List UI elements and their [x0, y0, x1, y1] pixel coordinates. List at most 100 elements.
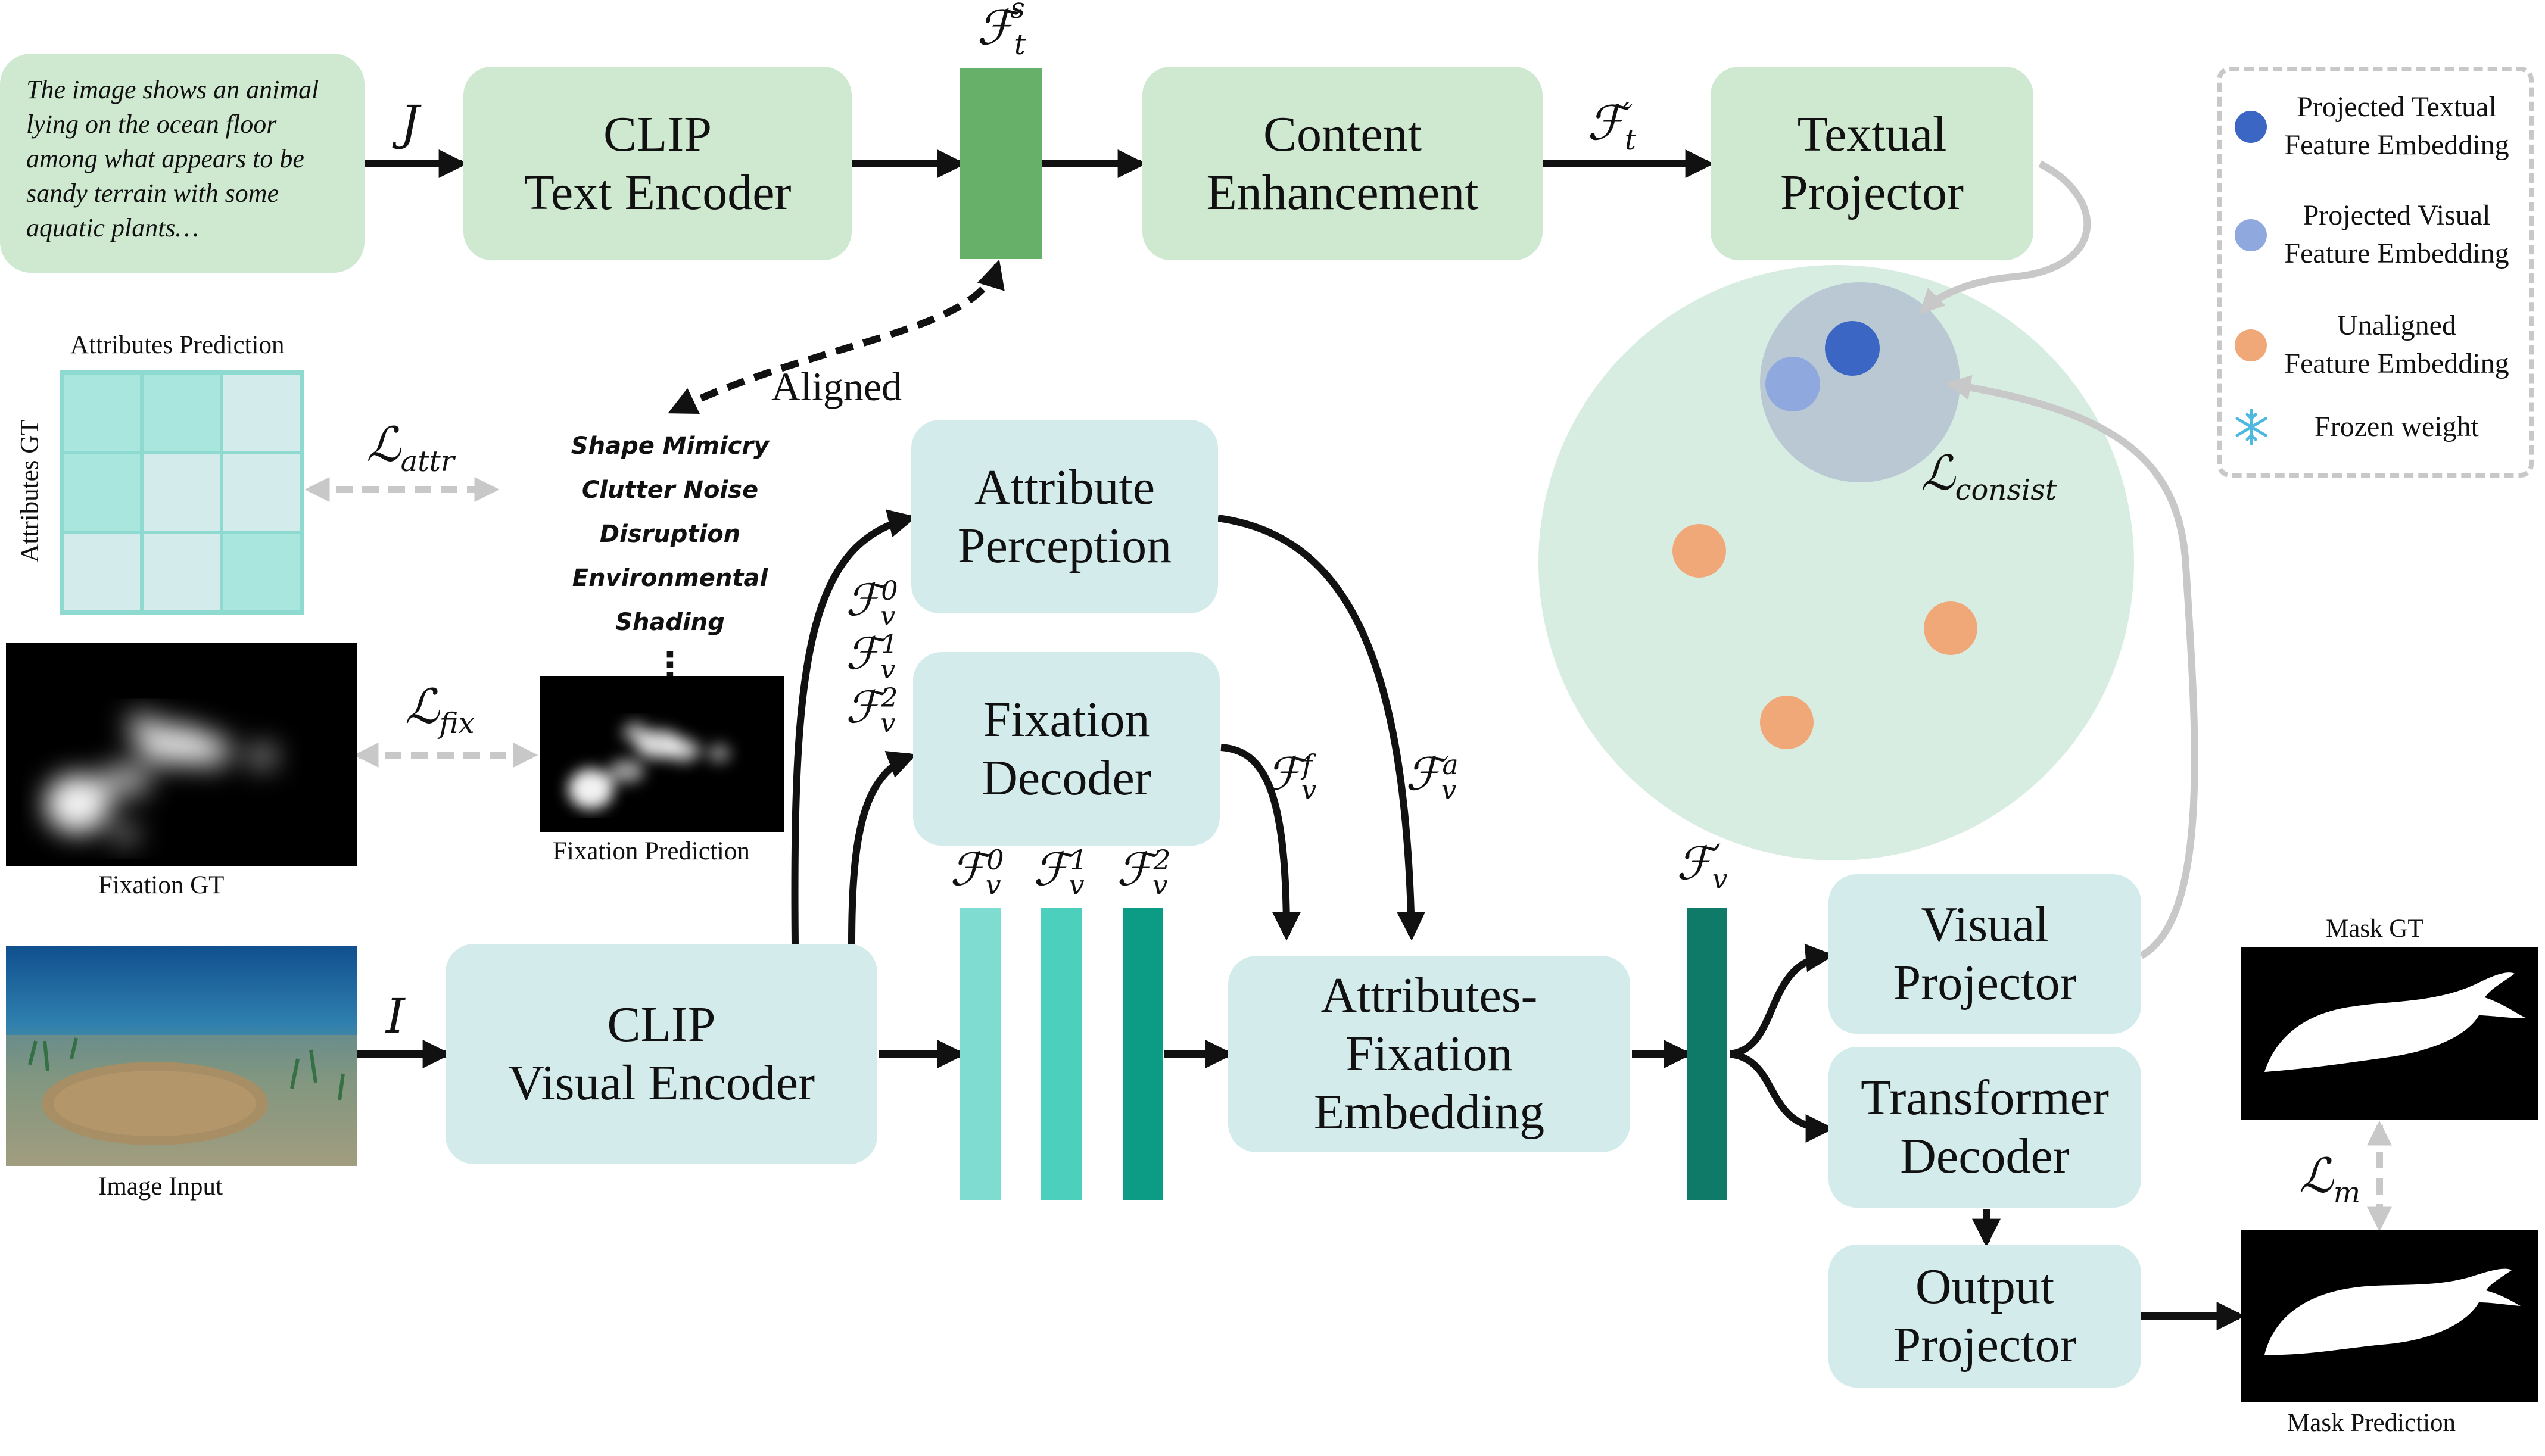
visual-to-embedding-arrow	[1945, 375, 2198, 959]
attr-cell	[142, 373, 222, 453]
clip-text-encoder-label: CLIP Text Encoder	[524, 106, 792, 220]
visual-feature-0-bar	[960, 908, 1001, 1200]
visual-feature-prime-bar	[1687, 908, 1727, 1200]
attr-cell	[142, 453, 222, 532]
loss-fix-label: ℒfix	[405, 679, 475, 740]
aligned-region	[1760, 282, 1960, 482]
fixation-decoder-label: Fixation Decoder	[982, 691, 1151, 806]
visual-projector: Visual Projector	[1828, 874, 2141, 1034]
visual-feature-2-bar	[1123, 908, 1163, 1200]
arrow-visual-to-attribute	[791, 509, 917, 944]
clip-text-encoder: CLIP Text Encoder	[463, 67, 852, 260]
label-fv2: ℱv2	[1117, 843, 1171, 902]
transformer-decoder: Transformer Decoder	[1828, 1047, 2141, 1208]
label-fts: ℱts	[977, 0, 1026, 61]
attr-cell	[222, 532, 301, 612]
attr-cell	[142, 532, 222, 612]
attribute-item: Shape Mimicry	[571, 432, 770, 460]
attributes-gt-label: Attributes GT	[15, 419, 44, 563]
mask-gt-image	[2241, 947, 2538, 1120]
attributes-gt-grid	[60, 370, 304, 615]
legend-item-unaligned: Unaligned Feature Embedding	[2222, 307, 2529, 384]
aligned-arrow	[668, 259, 1005, 414]
text-input-paragraph: The image shows an animal lying on the o…	[26, 75, 319, 242]
attribute-item: Clutter Noise Disruption	[581, 476, 759, 548]
loss-m-label: ℒm	[2299, 1148, 2361, 1209]
label-fv-prime: ℱv′	[1677, 837, 1728, 896]
attribute-perception: Attribute Perception	[911, 420, 1218, 613]
label-fv0-left: ℱv0	[846, 575, 898, 631]
loss-attr-label: ℒattr	[366, 417, 454, 478]
attribute-list: Shape Mimicry Clutter Noise Disruption E…	[515, 424, 825, 686]
label-fv1-left: ℱv1	[846, 628, 898, 685]
transformer-decoder-label: Transformer Decoder	[1861, 1070, 2109, 1184]
attr-cell	[62, 453, 142, 532]
projected-textual-dot	[2235, 111, 2267, 143]
image-input-photo	[6, 946, 357, 1166]
visual-projector-label: Visual Projector	[1893, 897, 2077, 1011]
unaligned-dot	[2235, 329, 2267, 361]
attributes-fixation-embedding-label: Attributes- Fixation Embedding	[1313, 968, 1545, 1140]
arrow-to-visual-projector	[1729, 943, 1834, 1058]
unaligned-point	[1760, 696, 1814, 749]
label-fv1: ℱv1	[1033, 843, 1088, 902]
textual-projector: Textual Projector	[1711, 67, 2033, 260]
aligned-label: Aligned	[771, 364, 902, 409]
attribute-item: Environmental Shading	[572, 565, 768, 636]
arrow-fixation-to-afe	[1220, 744, 1301, 941]
attr-cell	[222, 453, 301, 532]
content-enhancement-label: Content Enhancement	[1206, 106, 1479, 220]
text-feature-bar	[960, 68, 1042, 259]
arrow-visual-to-fixation	[848, 751, 917, 944]
legend-label: Unaligned Feature Embedding	[2284, 310, 2509, 379]
fixation-gt-image	[6, 643, 357, 866]
label-j: J	[400, 95, 420, 151]
attr-cell	[62, 532, 142, 612]
fixation-prediction-image	[540, 676, 784, 832]
snowflake-icon	[2235, 409, 2267, 445]
attr-cell	[62, 373, 142, 453]
unaligned-point	[1672, 524, 1726, 578]
fixation-decoder: Fixation Decoder	[913, 652, 1220, 846]
text-input-bubble: The image shows an animal lying on the o…	[0, 54, 365, 273]
attributes-fixation-embedding: Attributes- Fixation Embedding	[1228, 956, 1630, 1152]
mask-gt-caption: Mask GT	[2326, 915, 2423, 943]
visual-feature-1-bar	[1041, 908, 1082, 1200]
arrow-attribute-to-afe	[1217, 515, 1426, 941]
label-ft-prime: ℱt′	[1587, 95, 1637, 157]
fixation-gt-caption: Fixation GT	[98, 871, 225, 899]
arrow-to-transformer-decoder	[1730, 1050, 1834, 1143]
clip-visual-encoder: CLIP Visual Encoder	[446, 944, 877, 1164]
textual-projector-label: Textual Projector	[1780, 106, 1964, 220]
legend-item-textual: Projected Textual Feature Embedding	[2222, 88, 2529, 166]
embedding-space	[1538, 265, 2134, 860]
projected-visual-point	[1765, 357, 1820, 411]
output-projector: Output Projector	[1828, 1245, 2141, 1388]
unaligned-point	[1924, 601, 1977, 655]
legend-label: Frozen weight	[2315, 411, 2479, 442]
legend: Projected Textual Feature Embedding Proj…	[2217, 67, 2534, 478]
attributes-prediction-title: Attributes Prediction	[70, 331, 285, 359]
label-fv2-left: ℱv2	[846, 682, 898, 738]
textual-to-embedding-arrow	[1919, 160, 2091, 314]
legend-label: Projected Visual Feature Embedding	[2284, 199, 2509, 269]
fixation-prediction-caption: Fixation Prediction	[553, 837, 750, 865]
legend-item-visual: Projected Visual Feature Embedding	[2222, 197, 2529, 274]
label-i: I	[386, 989, 405, 1044]
label-fv0: ℱv0	[950, 843, 1004, 902]
mask-prediction-image	[2241, 1230, 2538, 1402]
attribute-perception-label: Attribute Perception	[957, 459, 1172, 573]
projected-visual-dot	[2235, 219, 2267, 251]
legend-label: Projected Textual Feature Embedding	[2284, 91, 2509, 161]
label-fvf: ℱvf	[1266, 747, 1317, 806]
legend-item-frozen: Frozen weight	[2222, 408, 2529, 456]
output-projector-label: Output Projector	[1893, 1259, 2077, 1373]
image-input-caption: Image Input	[98, 1173, 223, 1201]
label-fva: ℱva	[1406, 747, 1459, 806]
content-enhancement: Content Enhancement	[1142, 67, 1543, 260]
clip-visual-encoder-label: CLIP Visual Encoder	[507, 997, 815, 1111]
projected-textual-point	[1825, 321, 1880, 376]
mask-prediction-caption: Mask Prediction	[2287, 1409, 2456, 1437]
attr-cell	[222, 373, 301, 453]
